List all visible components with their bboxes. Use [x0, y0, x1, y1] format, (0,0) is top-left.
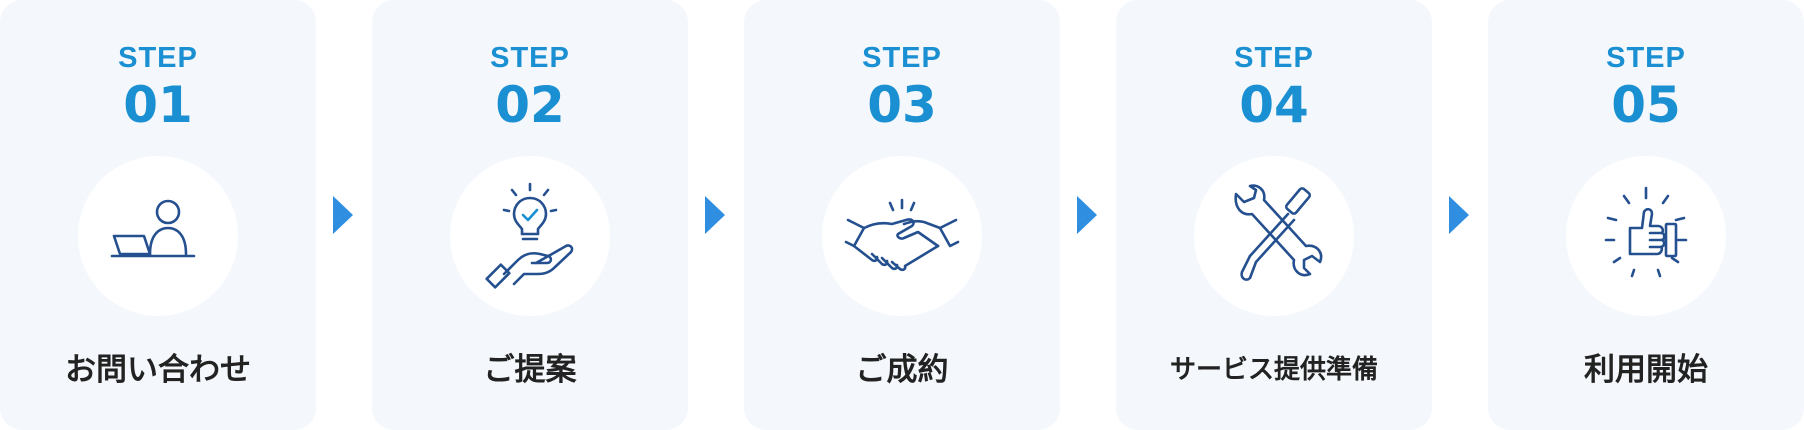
- thumbs-up-icon: [1604, 186, 1688, 278]
- arrow-right-icon: [333, 196, 353, 234]
- step-card-05: STEP 05 利用開始: [1488, 0, 1804, 430]
- step-number: 05: [1611, 76, 1681, 134]
- step-label: STEP: [490, 42, 570, 74]
- step-title: ご提案: [483, 352, 577, 388]
- icon-circle: [1566, 156, 1726, 316]
- step-title: お問い合わせ: [65, 352, 251, 388]
- arrow-right-icon: [705, 196, 725, 234]
- step-card-01: STEP 01 お問い合わせ: [0, 0, 316, 430]
- step-card-02: STEP 02 ご提案: [372, 0, 688, 430]
- person-at-laptop-icon: [110, 199, 196, 258]
- step-number: 04: [1239, 76, 1309, 134]
- step-title: ご成約: [855, 352, 949, 388]
- icon-circle: [78, 156, 238, 316]
- wrench-screwdriver-icon: [1234, 184, 1323, 281]
- arrow-right-icon: [1449, 196, 1469, 234]
- step-label: STEP: [862, 42, 942, 74]
- handshake-icon: [844, 198, 960, 272]
- arrow-right-icon: [1077, 196, 1097, 234]
- icon-circle: [450, 156, 610, 316]
- step-card-04: STEP 04 サービス提供準備: [1116, 0, 1432, 430]
- step-title: 利用開始: [1584, 352, 1708, 388]
- step-label: STEP: [1606, 42, 1686, 74]
- step-card-03: STEP 03 ご成約: [744, 0, 1060, 430]
- step-number: 02: [495, 76, 565, 134]
- icon-circle: [1194, 156, 1354, 316]
- step-number: 03: [867, 76, 937, 134]
- step-label: STEP: [118, 42, 198, 74]
- step-number: 01: [123, 76, 193, 134]
- step-title: サービス提供準備: [1169, 355, 1378, 385]
- hand-holding-lightbulb-icon: [485, 182, 574, 289]
- step-label: STEP: [1234, 42, 1314, 74]
- icon-circle: [822, 156, 982, 316]
